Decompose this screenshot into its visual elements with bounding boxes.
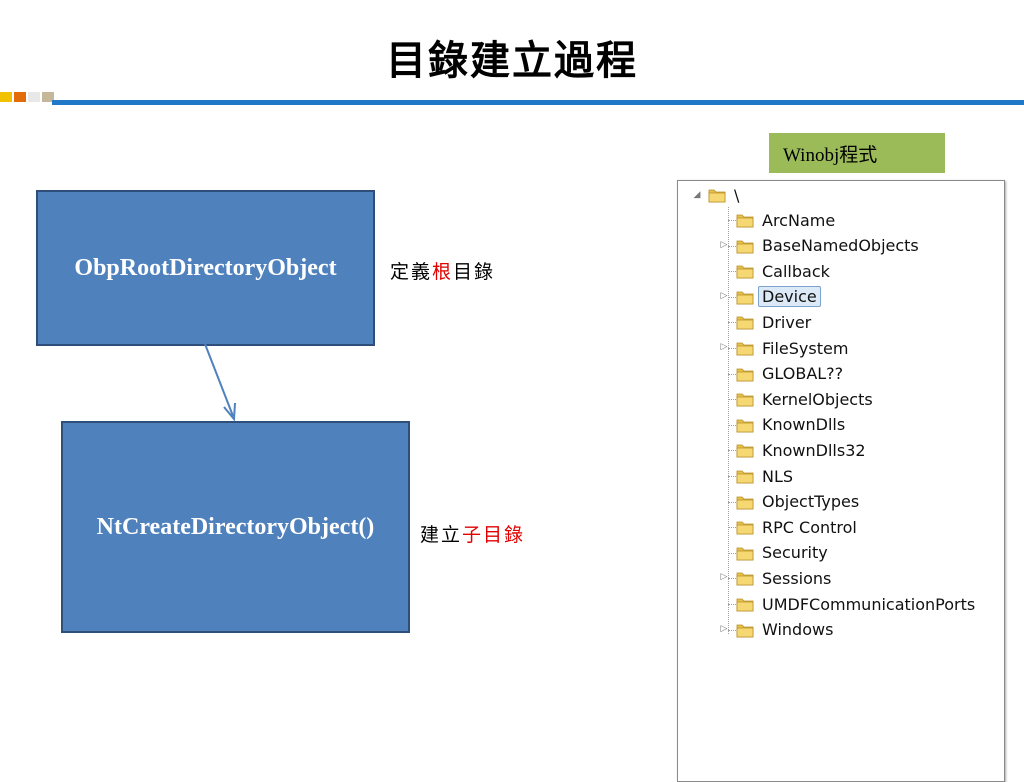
expand-icon[interactable]: ▷ <box>720 342 728 352</box>
tree-item[interactable]: GLOBAL?? <box>736 362 843 386</box>
accent-square-white <box>28 92 40 102</box>
root-directory-box: ObpRootDirectoryObject <box>36 190 375 346</box>
folder-icon <box>736 519 754 535</box>
folder-icon <box>736 417 754 433</box>
tree-item[interactable]: KnownDlls32 <box>736 438 866 462</box>
folder-icon <box>736 314 754 330</box>
tree-item-label: FileSystem <box>762 338 849 358</box>
tree-branch-line <box>728 373 740 375</box>
root-directory-box-label: ObpRootDirectoryObject <box>74 254 337 281</box>
accent-square-orange <box>14 92 26 102</box>
tree-branch-line <box>728 629 740 631</box>
slide-title: 目錄建立過程 <box>386 37 638 84</box>
tree-item-label: GLOBAL?? <box>762 364 844 384</box>
tree-item-label: ArcName <box>762 210 836 230</box>
tree-item[interactable]: FileSystem <box>736 336 848 360</box>
tree-branch-line <box>728 245 740 247</box>
tree-branch-line <box>728 424 740 426</box>
folder-icon <box>736 366 754 382</box>
accent-square-yellow <box>0 92 12 102</box>
tree-branch-line <box>728 348 740 349</box>
tree-item[interactable]: Driver <box>736 310 811 334</box>
tree-branch-line <box>728 604 740 605</box>
winobj-label: Winobj程式 <box>769 133 945 173</box>
tree-item[interactable]: Sessions <box>736 566 831 590</box>
folder-icon <box>736 263 754 279</box>
child-note: 建立子目錄 <box>420 520 525 547</box>
tree-item-label: Callback <box>762 261 830 281</box>
tree-item-label: KnownDlls32 <box>762 440 866 460</box>
folder-icon <box>736 622 754 638</box>
tree-item-label: Sessions <box>762 568 832 588</box>
tree-item-label: Windows <box>762 620 834 640</box>
folder-icon <box>736 442 754 458</box>
tree-item-label: KernelObjects <box>762 389 873 409</box>
folder-icon <box>736 289 754 305</box>
expand-icon[interactable]: ▷ <box>720 572 728 583</box>
tree-branch-line <box>728 399 740 401</box>
tree-item-label: KnownDlls <box>762 415 846 435</box>
tree-guide-line <box>728 207 729 635</box>
tree-item[interactable]: KernelObjects <box>736 387 873 411</box>
tree-item[interactable]: BaseNamedObjects <box>736 234 919 258</box>
tree-root-label: \ <box>734 185 740 205</box>
folder-icon <box>736 391 754 407</box>
tree-item[interactable]: Windows <box>736 618 833 642</box>
folder-icon <box>736 596 754 612</box>
expand-icon[interactable]: ▷ <box>720 239 728 250</box>
tree-branch-line <box>728 501 740 503</box>
tree-item-label: Driver <box>762 312 812 332</box>
expand-icon[interactable]: ▷ <box>720 623 728 634</box>
folder-icon <box>736 494 754 510</box>
folder-icon <box>736 238 754 254</box>
tree-item-label: RPC Control <box>762 517 857 537</box>
tree-branch-line <box>728 476 740 477</box>
folder-icon <box>736 340 754 356</box>
create-directory-box-label: NtCreateDirectoryObject() <box>96 513 375 540</box>
tree-branch-line <box>728 220 740 221</box>
tree-item-label: Security <box>762 543 828 563</box>
tree-item[interactable]: Device <box>736 285 821 309</box>
collapse-icon[interactable]: ◢ <box>693 190 701 200</box>
title-underline <box>52 100 1024 105</box>
root-note-highlight: 根 <box>432 261 454 283</box>
tree-branch-line <box>728 552 740 554</box>
tree-item[interactable]: ArcName <box>736 208 835 232</box>
tree-branch-line <box>728 322 740 324</box>
tree-item[interactable]: UMDFCommunicationPorts <box>736 592 975 616</box>
folder-icon <box>708 187 726 203</box>
root-note: 定義根目錄 <box>390 257 495 284</box>
tree-branch-line <box>728 271 740 273</box>
tree-item[interactable]: Callback <box>736 259 830 283</box>
tree-item[interactable]: KnownDlls <box>736 413 845 437</box>
accent-square-tan <box>42 92 54 102</box>
tree-item-label: NLS <box>762 466 794 486</box>
create-directory-box: NtCreateDirectoryObject() <box>61 421 410 633</box>
root-note-suffix: 目錄 <box>453 261 496 283</box>
tree-branch-line <box>728 296 740 298</box>
tree-item[interactable]: Security <box>736 541 828 565</box>
child-note-highlight: 子目錄 <box>462 524 526 546</box>
tree-root-node[interactable]: ◢\ <box>692 183 740 207</box>
tree-item-label: UMDFCommunicationPorts <box>762 594 976 614</box>
folder-icon <box>736 545 754 561</box>
root-note-prefix: 定義 <box>390 261 433 283</box>
tree-item-label: Device <box>758 286 821 308</box>
tree-item-label: BaseNamedObjects <box>762 236 919 256</box>
tree-item[interactable]: ObjectTypes <box>736 490 859 514</box>
tree-branch-line <box>728 578 740 580</box>
tree-item-label: ObjectTypes <box>762 492 860 512</box>
expand-icon[interactable]: ▷ <box>720 290 728 301</box>
tree-branch-line <box>728 527 740 529</box>
folder-icon <box>736 468 754 484</box>
folder-icon <box>736 570 754 586</box>
tree-item[interactable]: RPC Control <box>736 515 857 539</box>
tree-item[interactable]: NLS <box>736 464 793 488</box>
tree-branch-line <box>728 450 740 452</box>
child-note-prefix: 建立 <box>420 524 463 546</box>
folder-icon <box>736 212 754 228</box>
